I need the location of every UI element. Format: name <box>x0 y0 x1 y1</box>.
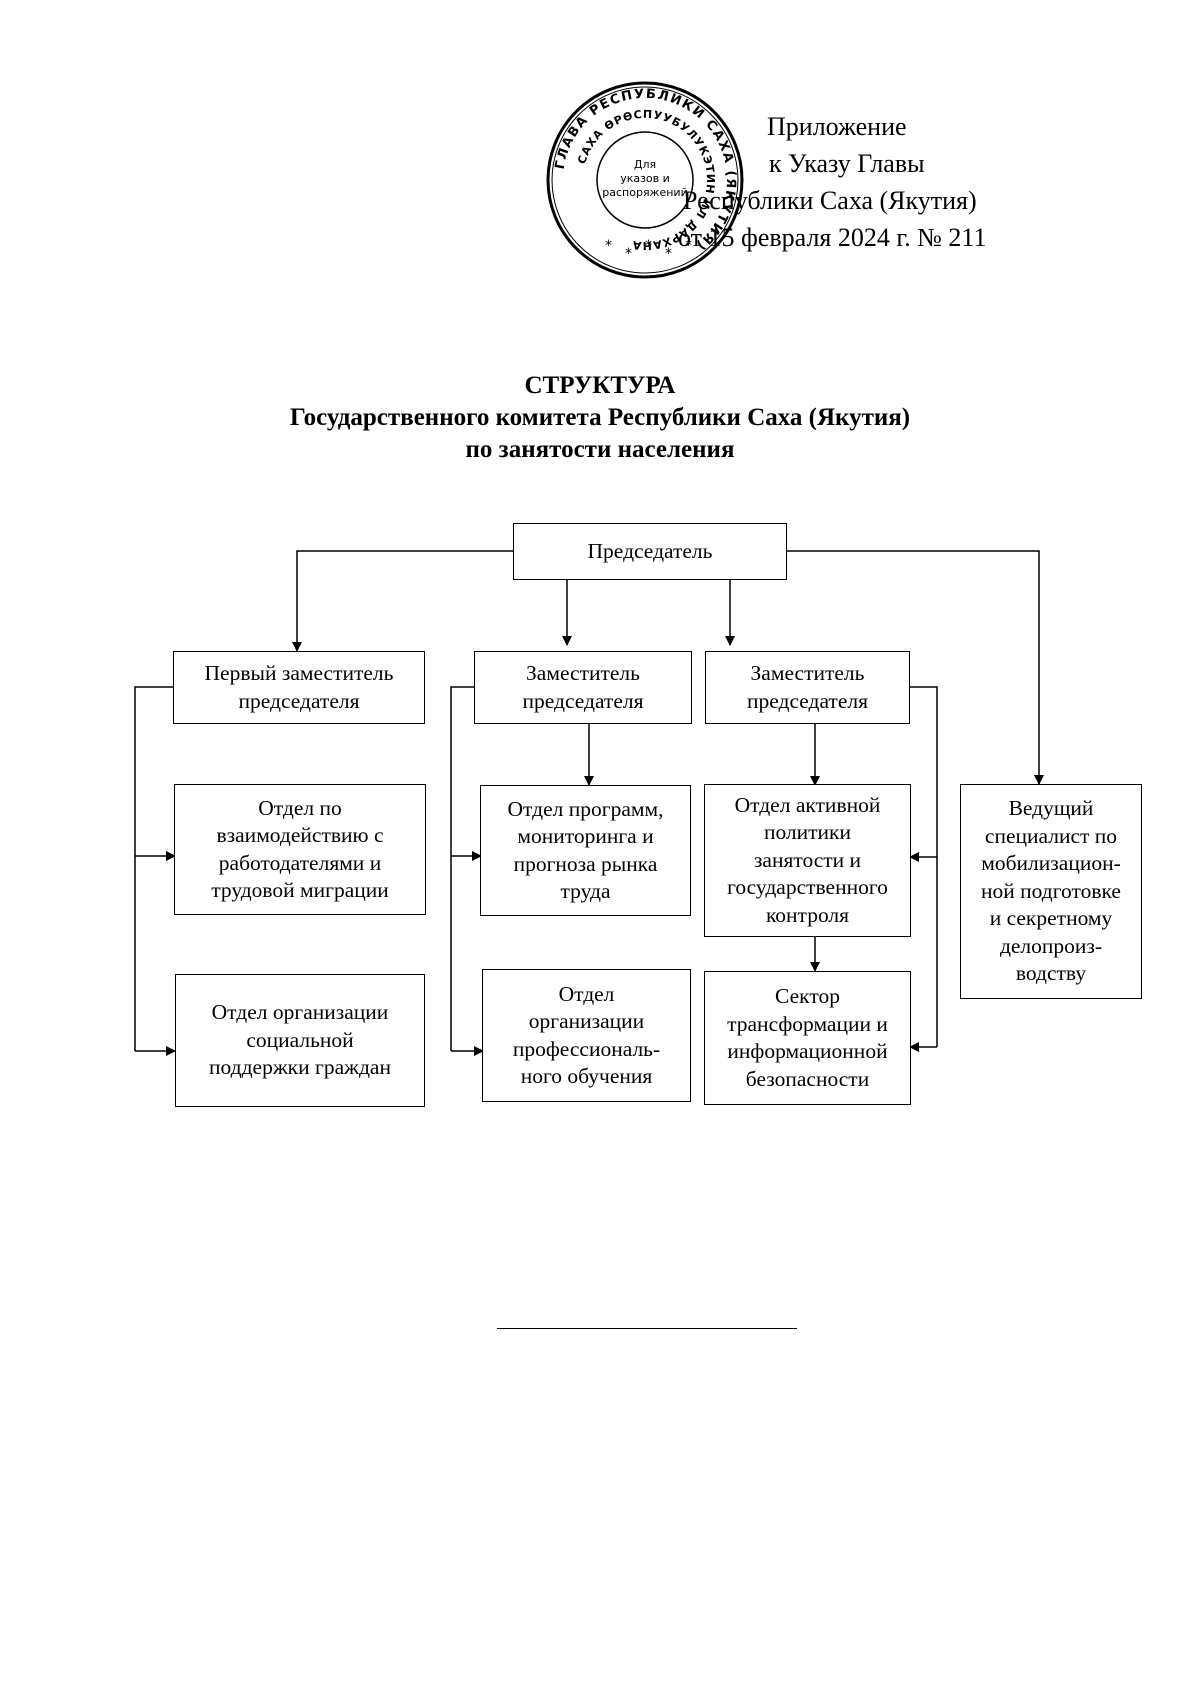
deputy-1-label: Заместитель председателя <box>522 661 644 713</box>
dept-programs-box: Отдел программ, мониторинга и прогноза р… <box>480 785 691 916</box>
closing-rule <box>497 1328 797 1329</box>
chairman-label: Председатель <box>587 538 713 563</box>
dept-training-label: Отдел организации профессиональ- ного об… <box>512 981 661 1089</box>
svg-text:*: * <box>605 238 612 254</box>
dept-active-policy-box: Отдел активной политики занятости и госу… <box>704 784 911 937</box>
dept-social-label: Отдел организации социальной поддержки г… <box>209 1000 391 1080</box>
dept-employers-box: Отдел по взаимодействию с работодателями… <box>174 784 426 915</box>
sector-transformation-box: Сектор трансформации и информационной бе… <box>704 971 911 1105</box>
dept-active-policy-label: Отдел активной политики занятости и госу… <box>727 792 888 927</box>
chairman-box: Председатель <box>513 523 787 580</box>
appendix-header: Приложение к Указу Главы Республики Саха… <box>678 108 986 256</box>
appendix-line-4: от 15 февраля 2024 г. № 211 <box>678 223 987 252</box>
lead-specialist-box: Ведущий специалист по мобилизацион- ной … <box>960 784 1142 999</box>
title-line-1: СТРУКТУРА <box>524 372 676 399</box>
title-line-3: по занятости населения <box>465 436 735 463</box>
svg-text:*: * <box>665 246 672 262</box>
sector-transformation-label: Сектор трансформации и информационной бе… <box>727 984 888 1091</box>
dept-employers-label: Отдел по взаимодействию с работодателями… <box>211 795 389 903</box>
svg-text:*: * <box>685 238 692 254</box>
deputy-2-label: Заместитель председателя <box>746 661 868 713</box>
svg-text:*: * <box>645 238 652 254</box>
svg-text:указов и: указов и <box>620 172 670 185</box>
dept-programs-label: Отдел программ, мониторинга и прогноза р… <box>507 796 664 904</box>
svg-text:*: * <box>625 246 632 262</box>
appendix-line-3: Республики Саха (Якутия) <box>683 186 977 215</box>
svg-text:Для: Для <box>634 158 656 171</box>
appendix-line-2: к Указу Главы <box>769 149 925 178</box>
title-line-2: Государственного комитета Республики Сах… <box>289 404 911 431</box>
first-deputy-label: Первый заместитель председателя <box>204 661 394 713</box>
document-title: СТРУКТУРА Государственного комитета Респ… <box>0 370 1200 466</box>
deputy-2-box: Заместитель председателя <box>705 651 910 724</box>
dept-training-box: Отдел организации профессиональ- ного об… <box>482 969 691 1102</box>
official-seal: ГЛАВА РЕСПУБЛИКИ САХА (ЯКУТИЯ) САХА ӨРӨС… <box>546 81 744 279</box>
svg-text:распоряжений: распоряжений <box>602 186 687 199</box>
dept-social-box: Отдел организации социальной поддержки г… <box>175 974 425 1107</box>
first-deputy-box: Первый заместитель председателя <box>173 651 425 724</box>
deputy-1-box: Заместитель председателя <box>474 651 692 724</box>
lead-specialist-label: Ведущий специалист по мобилизацион- ной … <box>981 796 1121 986</box>
appendix-line-1: Приложение <box>767 112 907 141</box>
